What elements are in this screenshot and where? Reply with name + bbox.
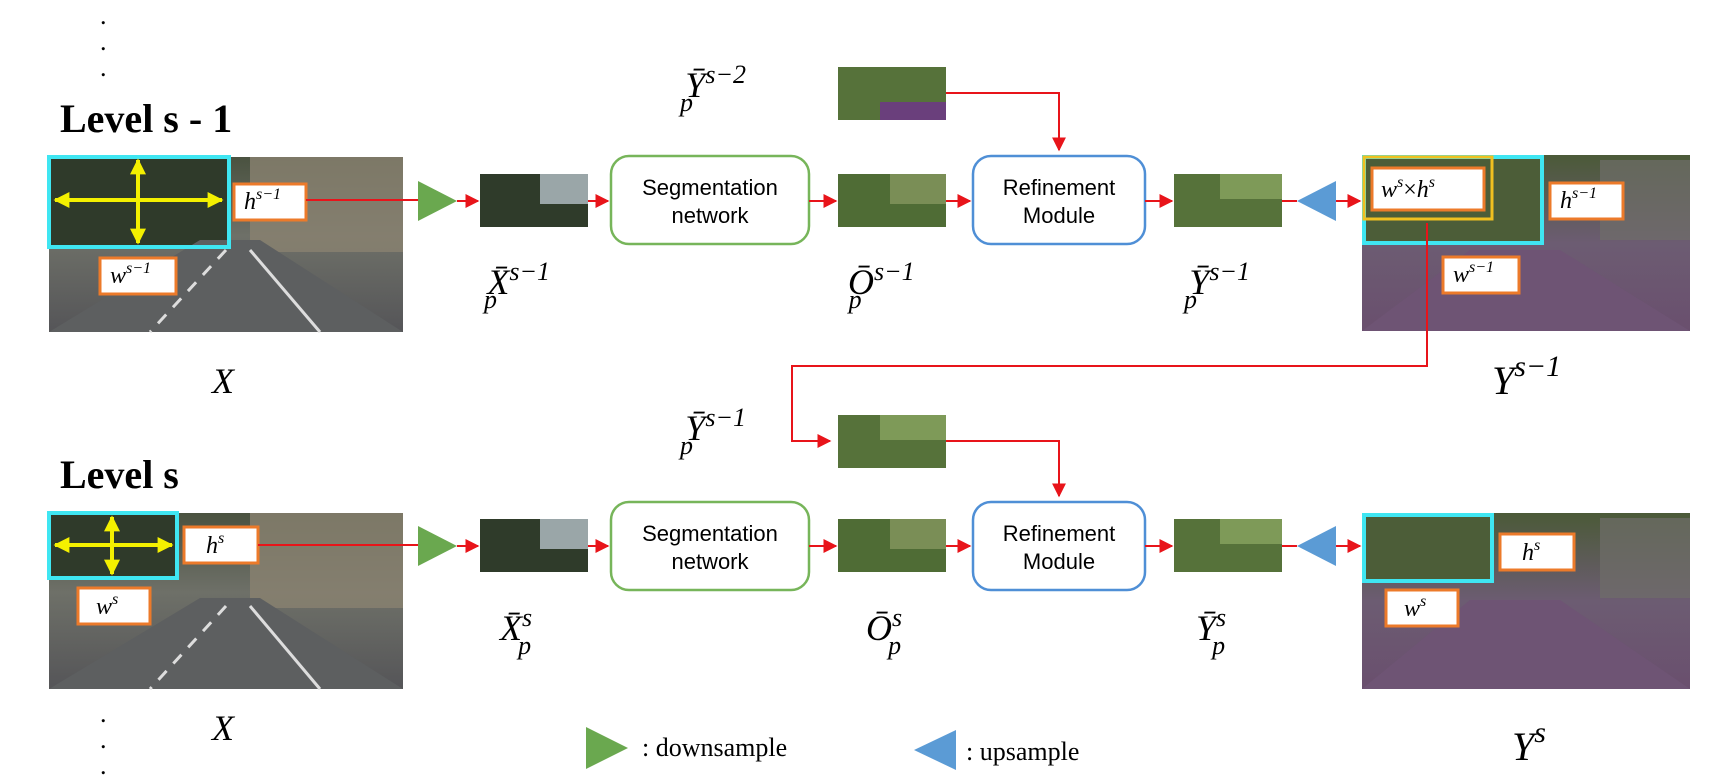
output-inner-box [1362,155,1494,221]
legend-downsample-icon [586,727,628,769]
output-width-label: ws−1 [1441,255,1521,295]
segmentation-output-image [838,174,946,227]
output-height-label: hs [1498,532,1576,572]
segmentation-network-box: Segmentation network [609,154,811,246]
svg-text:.: . [100,27,107,56]
crop-box [47,155,231,249]
svg-text:Refinement: Refinement [1003,175,1116,200]
downsample-triangle [418,181,457,221]
legend-upsample-label: : upsample [966,737,1079,766]
svg-text:Segmentation: Segmentation [642,175,778,200]
crop-box [47,511,179,580]
svg-text:ws: ws [1404,593,1426,622]
svg-text:hs: hs [1522,537,1540,566]
crop-width-label: ws−1 [98,256,178,296]
svg-text:network: network [671,549,749,574]
level-title: Level s [60,452,179,497]
continuation-dots-bottom: . . . [100,699,107,780]
svg-text:ws×hs: ws×hs [1381,174,1435,203]
downsample-triangle [418,526,457,566]
segmentation-output-image [838,519,946,572]
svg-text:hs−1: hs−1 [1560,185,1597,214]
svg-text:.: . [100,751,107,780]
svg-text:ws: ws [96,591,118,620]
crop-height-label: hs−1 [232,182,308,222]
svg-text:Module: Module [1023,549,1095,574]
previous-refined-image [838,415,946,468]
patch-image [480,519,588,572]
cross-level-arrow [791,223,1428,448]
upsample-triangle [1297,526,1336,566]
previous-refined-image [838,67,946,120]
crop-height-label: hs [182,525,260,565]
output-height-label: hs−1 [1548,181,1625,221]
segmentation-network-box: Segmentation network [609,500,811,592]
svg-text:ws−1: ws−1 [1453,259,1494,288]
output-width-label: ws [1384,588,1460,628]
legend-downsample-label: : downsample [642,733,787,762]
svg-text:.: . [100,1,107,30]
output-label: Ys−1 [1492,350,1561,403]
refinement-module-box: Refinement Module [971,154,1147,246]
svg-text:network: network [671,203,749,228]
upsample-triangle [1297,181,1336,221]
crop-size-arrows [53,515,174,576]
svg-text:Module: Module [1023,203,1095,228]
svg-text:.: . [100,725,107,754]
legend-upsample-icon [914,730,956,770]
output-crop-box [1362,513,1494,583]
refinement-output-image [1174,519,1282,572]
continuation-dots-top: . . . [100,1,107,82]
level-s-minus-1: Level s - 1 hs−1 ws−1 X [47,60,1690,403]
svg-text:Segmentation: Segmentation [642,521,778,546]
input-image [49,157,403,334]
input-label: X [210,361,236,401]
legend: : downsample : upsample [586,727,1079,770]
patch-image [480,174,588,227]
svg-text:.: . [100,53,107,82]
svg-text:hs: hs [206,530,224,559]
crop-size-arrows [53,158,224,245]
crop-width-label: ws [76,586,152,626]
input-label: X [210,708,236,748]
level-title: Level s - 1 [60,96,232,141]
svg-text:hs−1: hs−1 [244,186,281,215]
refinement-output-image [1174,174,1282,227]
output-wh-label: ws×hs [1370,166,1486,212]
output-label: Ys [1512,716,1546,769]
svg-text:ws−1: ws−1 [110,260,151,289]
refinement-module-box: Refinement Module [971,500,1147,592]
svg-text:Refinement: Refinement [1003,521,1116,546]
svg-text:.: . [100,699,107,728]
